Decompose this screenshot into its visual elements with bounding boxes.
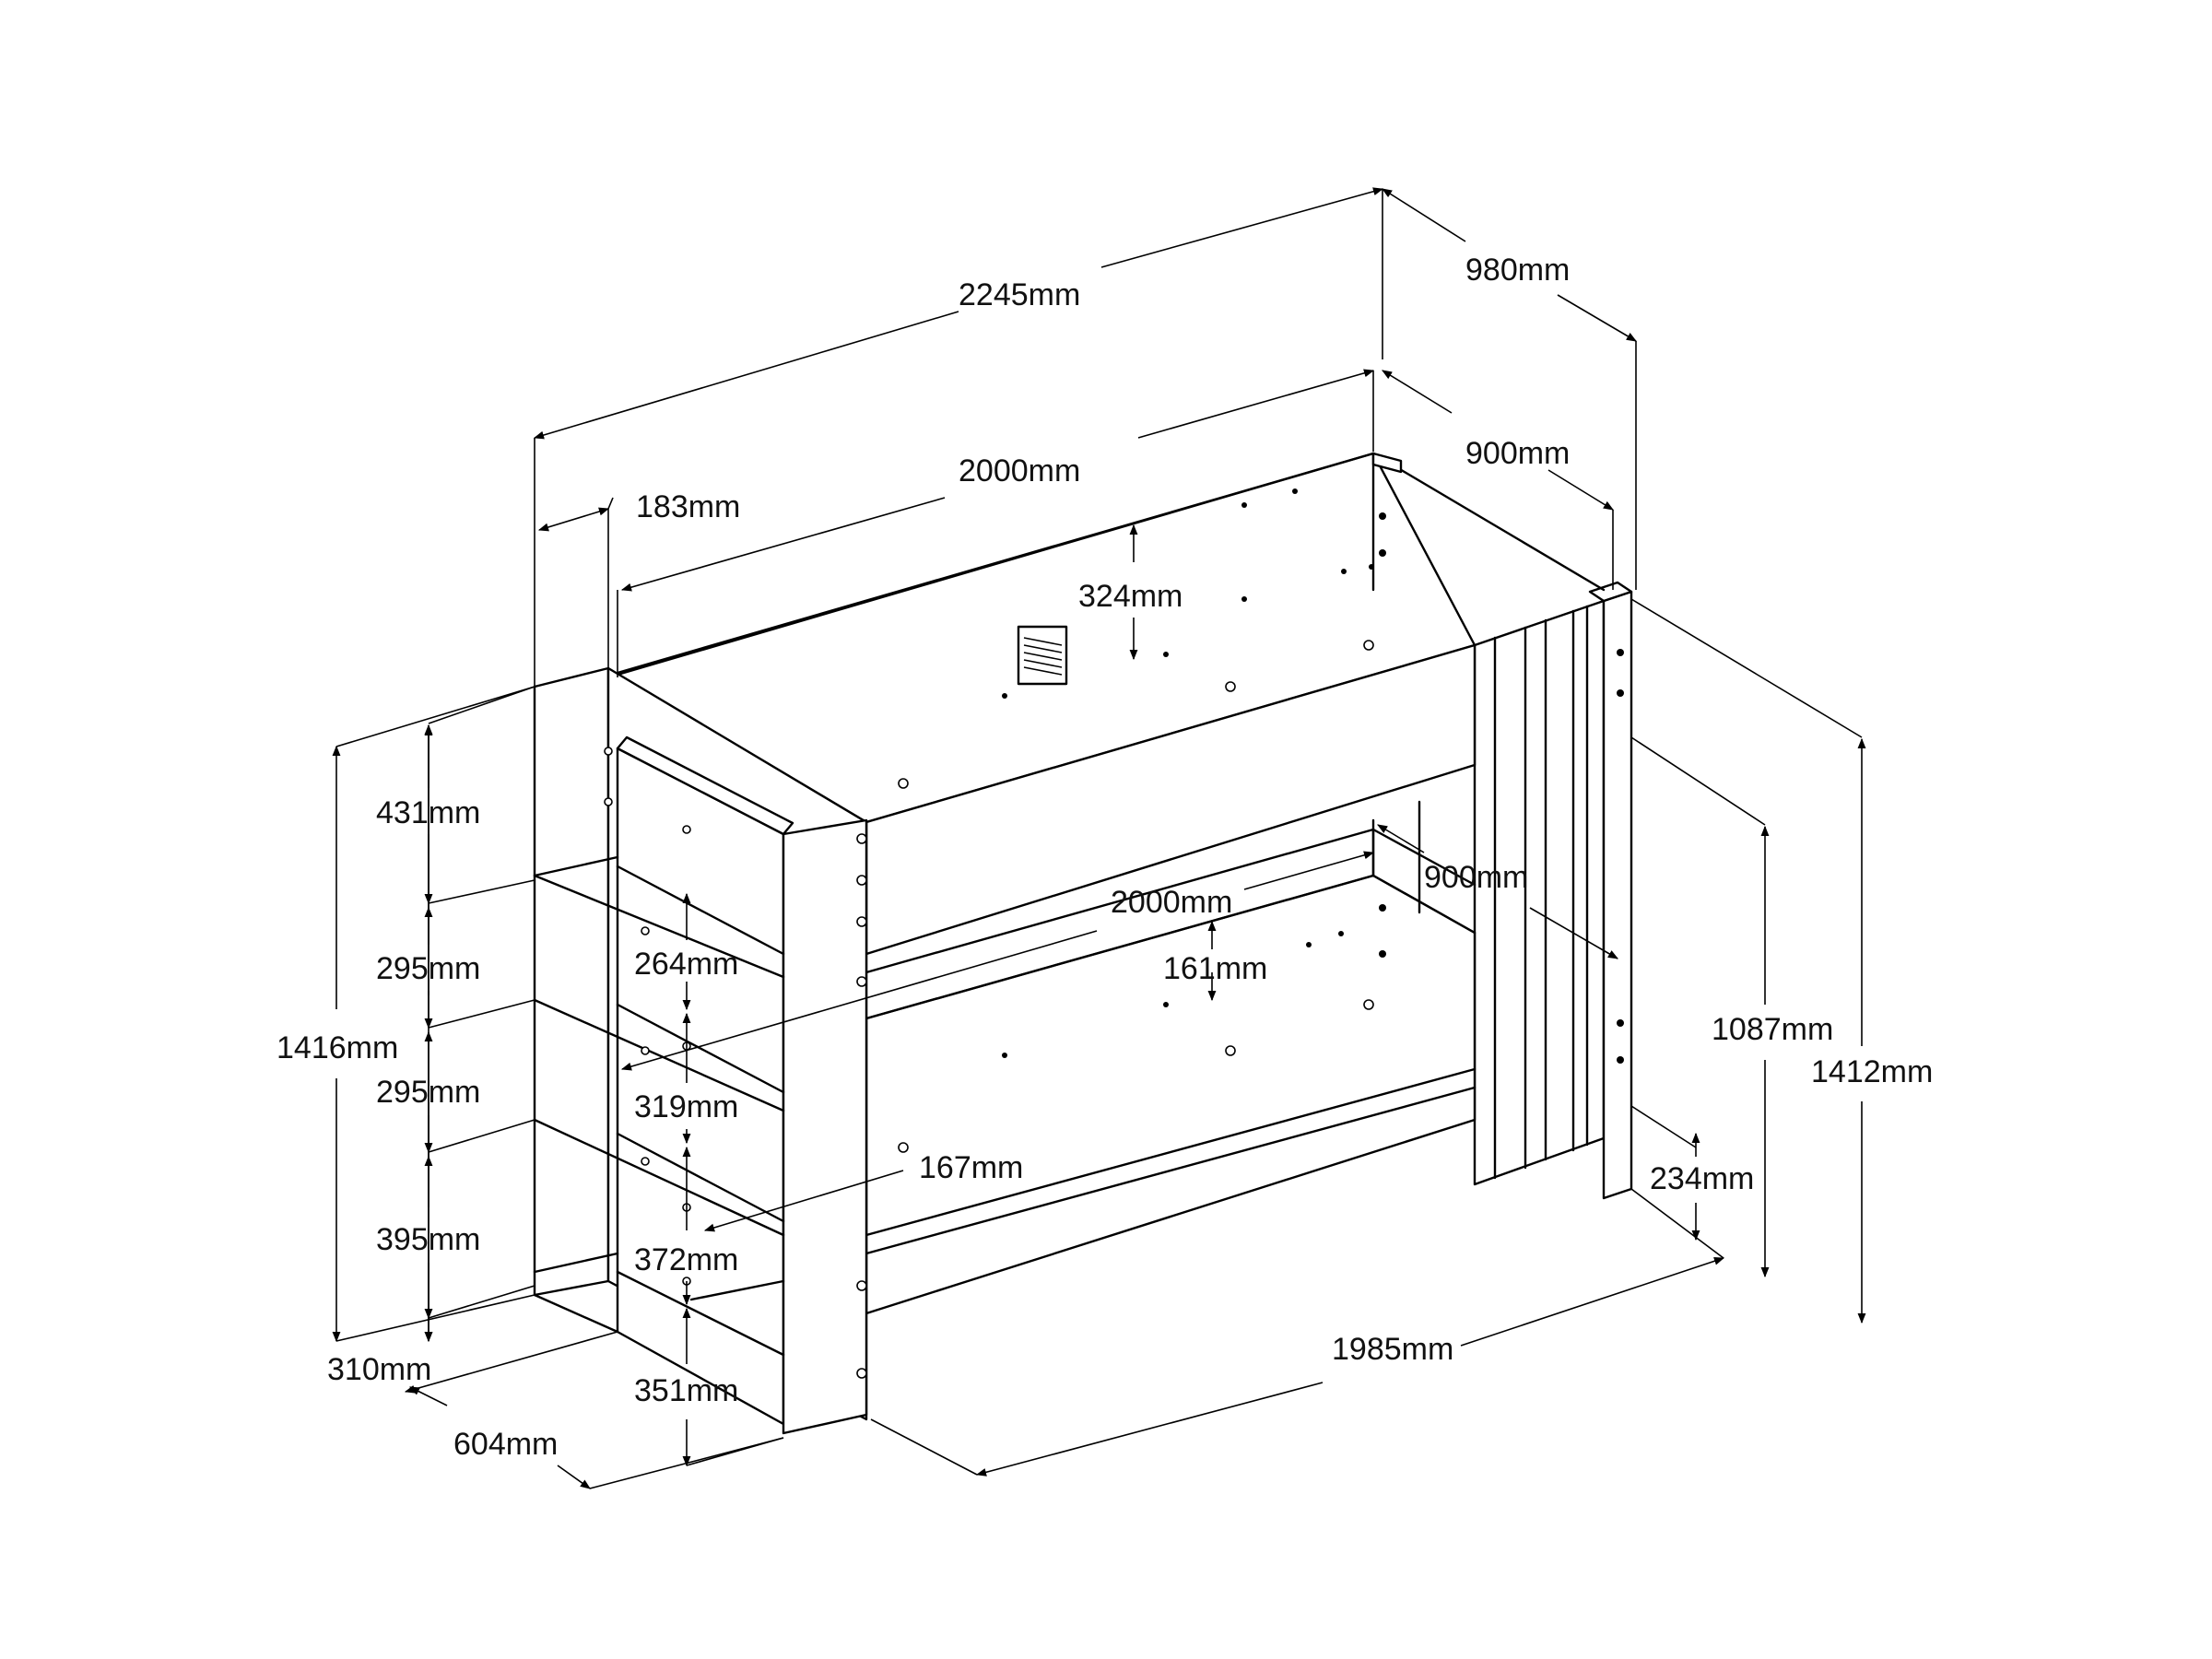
dimension-lines [332, 187, 1866, 1489]
dimension-labels: 2245mm 980mm 2000mm 900mm 324mm 183mm 43… [276, 253, 1933, 1462]
label-inner-width-bottom: 900mm [1424, 860, 1528, 895]
label-stair-width: 604mm [453, 1427, 558, 1462]
label-top-rail-height: 324mm [1078, 579, 1182, 614]
label-stair-base-depth: 310mm [327, 1352, 431, 1387]
label-shelf-gap-3: 372mm [634, 1242, 738, 1277]
label-lower-bunk-height: 1087mm [1712, 1012, 1833, 1047]
label-overall-depth: 980mm [1465, 253, 1570, 288]
label-stair-total-height: 1416mm [276, 1030, 398, 1065]
bed-frame [533, 452, 1633, 1435]
label-shelf-depth: 167mm [919, 1150, 1023, 1185]
label-shelf-gap-4: 351mm [634, 1373, 738, 1408]
label-frame-length: 1985mm [1332, 1332, 1453, 1367]
label-floor-clearance: 234mm [1650, 1161, 1754, 1196]
label-bottom-rail-height: 161mm [1163, 951, 1267, 986]
label-stair-rise-3: 295mm [376, 1075, 480, 1110]
label-inner-length-top: 2000mm [959, 453, 1080, 488]
label-stair-rise-1: 431mm [376, 795, 480, 830]
label-inner-width-top: 900mm [1465, 436, 1570, 471]
label-stair-rise-2: 295mm [376, 951, 480, 986]
right-end-panel [1473, 581, 1633, 1200]
stair-storage-unit [533, 666, 868, 1435]
label-shelf-gap-1: 264mm [634, 947, 738, 982]
label-overall-length: 2245mm [959, 277, 1080, 312]
label-stair-rise-4: 395mm [376, 1222, 480, 1257]
lower-bunk [865, 800, 1477, 1315]
label-stair-step-depth: 183mm [636, 489, 740, 524]
label-shelf-gap-2: 319mm [634, 1089, 738, 1124]
label-inner-length-bottom: 2000mm [1111, 885, 1232, 920]
label-overall-height: 1412mm [1811, 1054, 1933, 1089]
